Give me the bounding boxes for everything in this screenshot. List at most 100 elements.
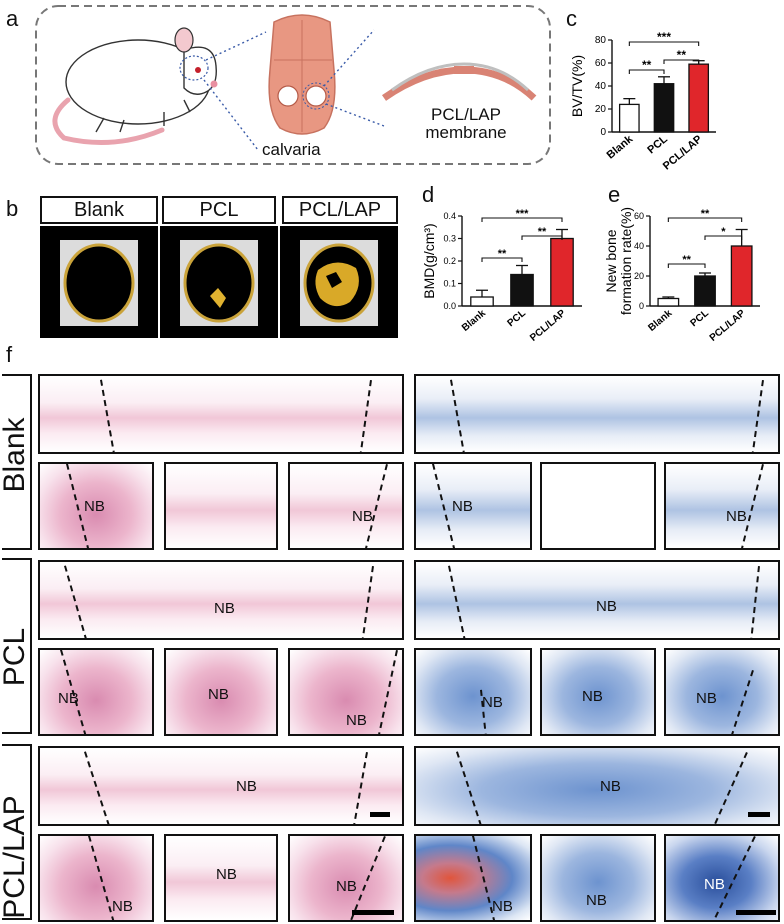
schematic-illustration: [35, 5, 551, 165]
nb-label: NB: [452, 498, 473, 515]
bar-pcllap: [550, 237, 574, 307]
membrane-label: PCL/LAP membrane: [396, 106, 536, 142]
significance-label: **: [677, 48, 687, 62]
scale-bar: [736, 910, 776, 915]
y-tick-label: 0.1: [443, 279, 456, 289]
ct-image-pcl: [160, 226, 278, 338]
y-tick-label: 0.2: [443, 256, 456, 266]
y-tick-label: 0.4: [443, 211, 456, 221]
pcl-he-boundary-right: [361, 566, 374, 638]
blank-he-detail-3-boundary: [364, 464, 388, 548]
significance-bracket: [628, 41, 700, 46]
y-tick-label: 60: [595, 58, 607, 69]
bar-blank: [657, 297, 680, 307]
ct-header-blank: Blank: [40, 196, 158, 224]
bar-pcl: [653, 83, 675, 133]
significance-label: **: [701, 208, 710, 220]
pcl-he-overview: NB: [38, 560, 404, 640]
significance-bracket: [663, 59, 700, 64]
membrane-label-line2: membrane: [425, 123, 507, 142]
y-tick-label: 60: [634, 211, 644, 221]
row-bracket-pcl: [2, 558, 32, 734]
significance-label: *: [721, 226, 726, 238]
significance-bracket: [521, 235, 563, 240]
significance-label: ***: [657, 30, 671, 44]
category-label: PCL/LAP: [528, 308, 568, 344]
pcllap-he-detail-1-boundary: [88, 836, 115, 920]
scale-bar: [370, 812, 390, 817]
nb-label: NB: [704, 876, 725, 893]
y-tick-label: 0.3: [443, 234, 456, 244]
calvaria-label: calvaria: [262, 140, 321, 159]
significance-bracket: [481, 217, 563, 222]
significance-bracket: [667, 263, 706, 268]
y-axis-label: BMD(g/cm³): [422, 223, 437, 298]
y-tick-label: 40: [595, 81, 607, 92]
blank-he-detail-1: NB: [38, 462, 154, 550]
blank-mt-overview: [414, 374, 780, 454]
pcl-mt-detail-3-boundary: [730, 670, 754, 734]
category-label: PCL: [506, 308, 528, 329]
significance-label: ***: [516, 208, 530, 220]
membrane-label-line1: PCL/LAP: [431, 105, 501, 124]
pcllap-mt-detail-1: NB: [414, 834, 532, 922]
ct-image-pcllap: [280, 226, 398, 338]
category-label: Blank: [605, 133, 636, 162]
membrane-illustration: [381, 62, 537, 101]
pcl-he-detail-2: NB: [164, 648, 278, 736]
ct-header-pcllap: PCL/LAP: [282, 196, 398, 224]
blank-mt-detail-3: NB: [664, 462, 780, 550]
blank-mt-detail-1: NB: [414, 462, 532, 550]
pcl-he-detail-3: NB: [288, 648, 404, 736]
y-axis-label: New bone: [606, 229, 619, 292]
pcl-mt-boundary-left: [448, 565, 467, 638]
significance-label: **: [682, 254, 691, 266]
pcllap-mt-boundary-right: [714, 752, 748, 824]
nb-label: NB: [696, 690, 717, 707]
pcl-he-detail-1: NB: [38, 648, 154, 736]
nb-label: NB: [600, 778, 621, 795]
scale-bar: [352, 910, 394, 915]
pcl-mt-boundary-right: [749, 566, 760, 638]
bar-pcl: [694, 275, 716, 307]
pcllap-he-boundary-left: [84, 751, 111, 824]
rat-illustration: [52, 27, 267, 151]
significance-bracket: [667, 217, 743, 222]
y-tick-label: 0.0: [443, 301, 456, 311]
y-tick-label: 40: [634, 241, 644, 251]
y-axis-label: BV/TV(%): [569, 55, 585, 117]
row-bracket-blank: [2, 374, 32, 550]
blank-mt-detail-2: [540, 462, 656, 550]
pcllap-he-detail-3: NB: [288, 834, 404, 922]
nb-label: NB: [586, 892, 607, 909]
category-label: PCL/LAP: [661, 133, 705, 172]
bar-pcllap: [688, 63, 710, 133]
pcllap-he-detail-1: NB: [38, 834, 154, 922]
nb-label: NB: [84, 498, 105, 515]
category-label: Blank: [460, 308, 488, 334]
pcl-he-detail-3-boundary: [377, 650, 398, 734]
y-tick-label: 80: [595, 35, 607, 46]
pcl-mt-overview: NB: [414, 560, 780, 640]
panel-letter-d: d: [422, 182, 435, 207]
pcl-he-boundary-left: [64, 565, 88, 638]
nb-label: NB: [352, 508, 373, 525]
nb-label: NB: [346, 712, 367, 729]
nb-label: NB: [726, 508, 747, 525]
nb-label: NB: [336, 878, 357, 895]
blank-he-overview: [38, 374, 404, 454]
nb-label: NB: [236, 778, 257, 795]
significance-bracket: [628, 69, 665, 74]
blank-he-boundary-right: [359, 380, 372, 452]
y-tick-label: 0: [600, 127, 606, 138]
pcllap-mt-detail-2: NB: [540, 834, 656, 922]
panel-letter-e: e: [608, 182, 621, 207]
pcllap-he-overview: NB: [38, 746, 404, 826]
category-label: PCL/LAP: [708, 308, 748, 344]
ct-header-pcl: PCL: [162, 196, 276, 224]
significance-bracket: [481, 257, 523, 262]
nb-label: NB: [596, 598, 617, 615]
pcl-mt-detail-2: NB: [540, 648, 656, 736]
